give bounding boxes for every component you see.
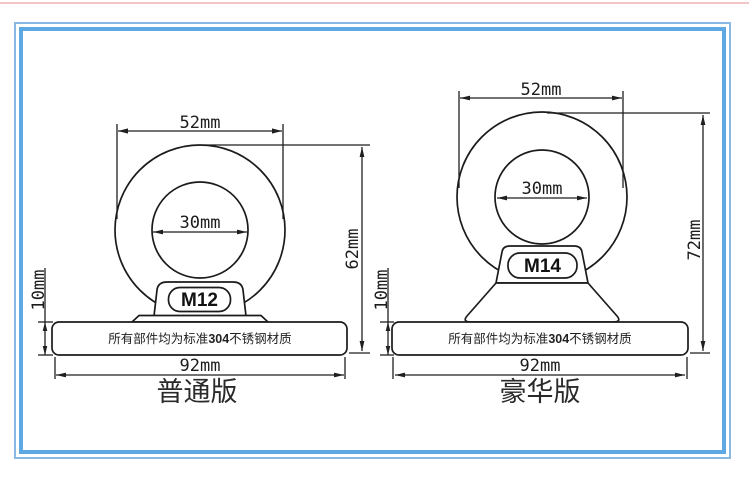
dim-base-height-left: 10mm xyxy=(29,268,53,356)
diagram-standard: M12 所有部件均为标准304不锈钢材质 52mm 30mm xyxy=(29,113,370,407)
base-plate-left xyxy=(51,321,348,356)
material-note-left: 所有部件均为标准304不锈钢材质 xyxy=(108,331,291,346)
dim-outer-width-right-label: 52mm xyxy=(521,80,562,100)
dim-inner-width-right-label: 30mm xyxy=(522,179,563,199)
thread-label-box-left xyxy=(167,286,232,313)
thread-label-right: M14 xyxy=(524,256,561,277)
dim-base-width-right-label: 92mm xyxy=(520,356,561,376)
caption-standard: 普通版 xyxy=(157,377,238,407)
caption-deluxe: 豪华版 xyxy=(500,377,581,407)
dim-base-height-left-label: 10mm xyxy=(29,270,49,311)
dim-outer-width-left: 52mm xyxy=(116,113,284,219)
base-plate-right xyxy=(391,321,689,356)
dim-height-left-label: 62mm xyxy=(343,229,363,270)
dim-inner-width-right: 30mm xyxy=(497,179,587,201)
dim-inner-width-left: 30mm xyxy=(153,213,247,235)
mount-flange-left xyxy=(131,314,269,323)
thread-label-left: M12 xyxy=(181,290,218,311)
inner-ring-right xyxy=(494,149,590,245)
top-accent-line xyxy=(0,2,749,4)
dim-outer-width-left-label: 52mm xyxy=(180,113,221,133)
dim-base-width-right: 92mm xyxy=(392,356,688,379)
dim-height-right-label: 72mm xyxy=(685,220,705,261)
inner-ring-left xyxy=(151,181,249,279)
dim-height-left: 62mm xyxy=(204,144,370,354)
thread-label-box-right xyxy=(507,252,578,279)
mount-skirt-right xyxy=(464,282,620,323)
dim-base-width-left-label: 92mm xyxy=(180,356,221,376)
diagram-deluxe: M14 所有部件均为标准304不锈钢材质 52mm 30mm xyxy=(372,80,710,407)
frame-outer-border xyxy=(14,22,731,459)
dim-height-right: 72mm xyxy=(547,112,710,354)
material-note-right: 所有部件均为标准304不锈钢材质 xyxy=(448,331,631,346)
dim-base-height-right: 10mm xyxy=(372,268,394,356)
dim-base-height-right-label: 10mm xyxy=(372,270,392,311)
dim-inner-width-left-label: 30mm xyxy=(180,213,221,233)
dim-outer-width-right: 52mm xyxy=(458,80,624,188)
dim-base-width-left: 92mm xyxy=(54,356,346,379)
